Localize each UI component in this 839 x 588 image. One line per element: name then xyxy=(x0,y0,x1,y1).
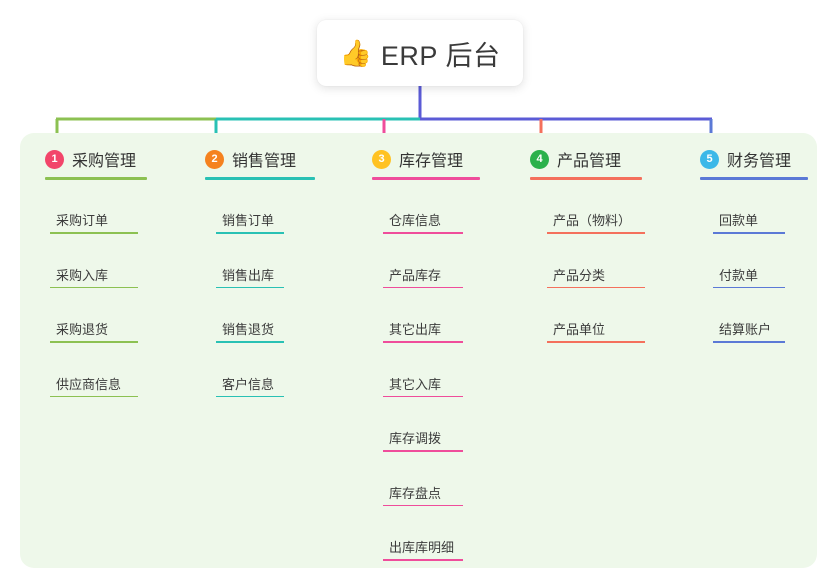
column-number-badge: 4 xyxy=(530,149,549,169)
column-1: 1 采购管理采购订单采购入库采购退货供应商信息 xyxy=(45,133,195,568)
leaf-item[interactable]: 库存调拨 xyxy=(389,431,442,446)
leaf-item[interactable]: 销售订单 xyxy=(222,213,275,228)
leaf-item[interactable]: 产品库存 xyxy=(389,267,442,283)
column-underline xyxy=(530,177,642,180)
column-underline xyxy=(700,177,808,180)
leaf-item[interactable]: 产品（物料） xyxy=(553,213,632,228)
leaf-item[interactable]: 产品单位 xyxy=(553,322,606,337)
column-5: 5 财务管理回款单付款单结算账户 xyxy=(700,133,839,568)
leaf-underline xyxy=(547,341,645,343)
leaf-underline xyxy=(547,232,645,234)
column-underline xyxy=(45,177,147,180)
leaf-underline xyxy=(383,395,463,397)
leaf-underline xyxy=(216,395,284,397)
leaf-item[interactable]: 采购入库 xyxy=(56,267,109,283)
leaf-item[interactable]: 销售退货 xyxy=(222,322,275,337)
leaf-item[interactable]: 销售出库 xyxy=(222,267,275,283)
column-underline xyxy=(205,177,315,180)
leaf-underline xyxy=(216,286,284,288)
leaf-underline xyxy=(50,395,138,397)
leaf-item[interactable]: 产品分类 xyxy=(553,267,606,283)
column-number-badge: 3 xyxy=(372,149,391,169)
leaf-item[interactable]: 回款单 xyxy=(719,213,759,228)
column-header[interactable]: 3 库存管理 xyxy=(372,147,463,171)
column-number-badge: 2 xyxy=(205,149,224,169)
columns-panel xyxy=(20,133,817,568)
leaf-underline xyxy=(383,559,463,561)
column-4: 4 产品管理产品（物料） 产品分类产品单位 xyxy=(530,133,680,568)
column-header[interactable]: 1 采购管理 xyxy=(45,147,136,171)
leaf-underline xyxy=(383,450,463,452)
column-header[interactable]: 2 销售管理 xyxy=(205,147,296,171)
leaf-item[interactable]: 其它入库 xyxy=(389,376,442,392)
thumbs-up-icon: 👍 xyxy=(339,38,372,68)
column-3: 3 库存管理仓库信息产品库存其它出库其它入库库存调拨库存盘点出库库明细 xyxy=(372,133,522,568)
column-2: 2 销售管理销售订单销售出库销售退货客户信息 xyxy=(205,133,355,568)
column-title: 财务管理 xyxy=(727,153,792,170)
leaf-item[interactable]: 其它出库 xyxy=(389,322,442,337)
leaf-underline xyxy=(713,286,785,288)
leaf-item[interactable]: 仓库信息 xyxy=(389,213,442,228)
column-title: 库存管理 xyxy=(399,153,464,170)
column-title: 销售管理 xyxy=(232,153,297,170)
leaf-underline xyxy=(50,232,138,234)
leaf-item[interactable]: 客户信息 xyxy=(222,376,275,392)
column-title: 产品管理 xyxy=(557,153,622,170)
column-number-badge: 5 xyxy=(700,149,719,169)
leaf-item[interactable]: 供应商信息 xyxy=(56,376,122,392)
leaf-item[interactable]: 采购退货 xyxy=(56,322,109,337)
column-number-badge: 1 xyxy=(45,149,64,169)
leaf-underline xyxy=(383,504,463,506)
leaf-underline xyxy=(50,286,138,288)
column-underline xyxy=(372,177,480,180)
root-node[interactable]: 👍 ERP 后台 xyxy=(317,20,523,86)
leaf-item[interactable]: 库存盘点 xyxy=(389,485,442,501)
leaf-underline xyxy=(547,286,645,288)
column-header[interactable]: 4 产品管理 xyxy=(530,147,621,171)
leaf-underline xyxy=(216,232,284,234)
leaf-underline xyxy=(216,341,284,343)
leaf-underline xyxy=(50,341,138,343)
leaf-underline xyxy=(383,341,463,343)
column-header[interactable]: 5 财务管理 xyxy=(700,147,791,171)
root-title: ERP 后台 xyxy=(380,40,501,71)
column-title: 采购管理 xyxy=(72,153,137,170)
leaf-underline xyxy=(713,232,785,234)
leaf-underline xyxy=(713,341,785,343)
leaf-item[interactable]: 付款单 xyxy=(719,267,759,283)
leaf-underline xyxy=(383,286,463,288)
leaf-item[interactable]: 结算账户 xyxy=(719,322,772,337)
leaf-item[interactable]: 采购订单 xyxy=(56,213,109,228)
leaf-underline xyxy=(383,232,463,234)
leaf-item[interactable]: 出库库明细 xyxy=(389,540,455,555)
